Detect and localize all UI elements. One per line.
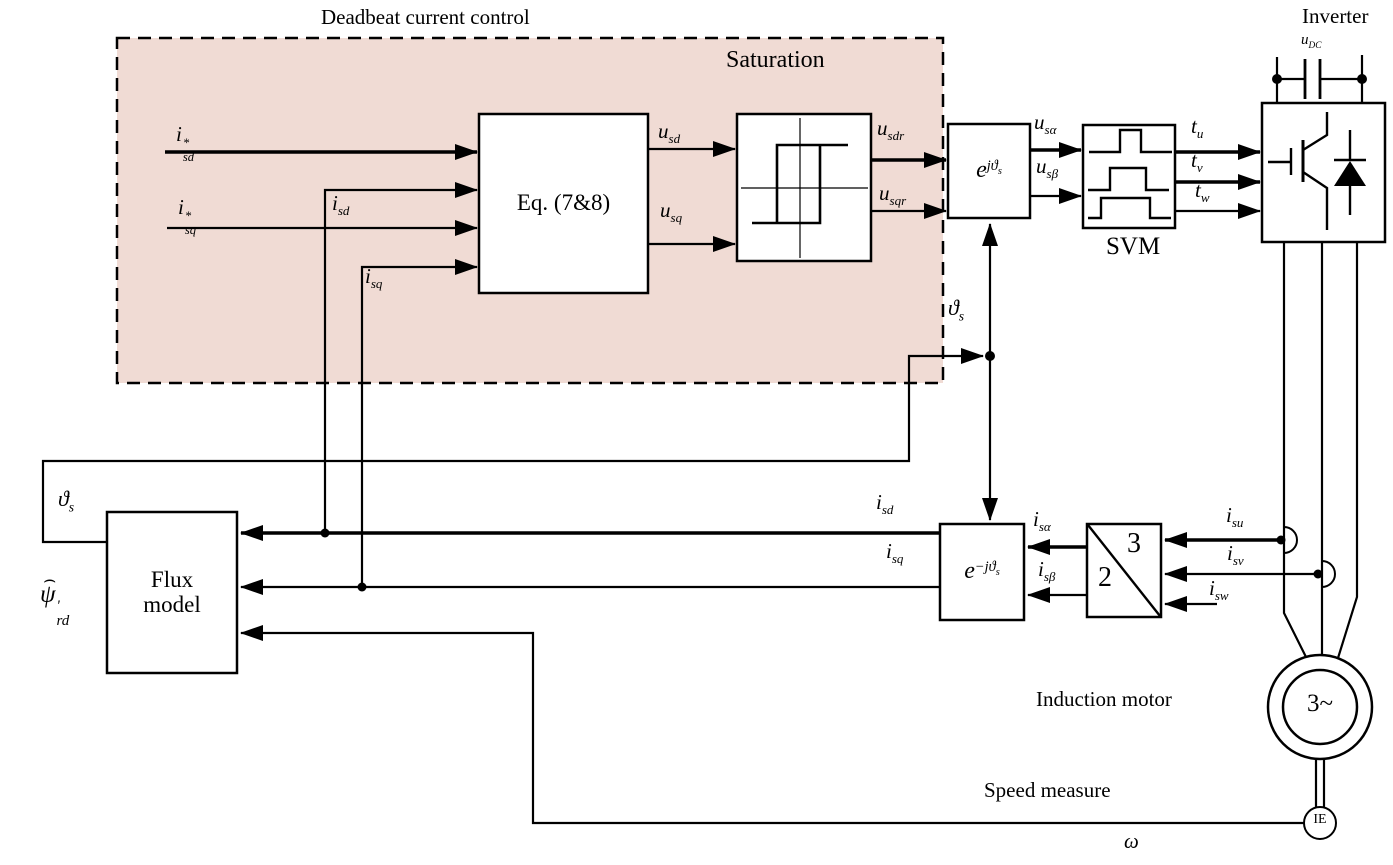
label-isalpha: isα — [1033, 507, 1051, 535]
encoder-circle — [1303, 806, 1337, 840]
label-usd: usd — [658, 119, 681, 147]
label-usqr: usqr — [879, 181, 907, 209]
saturation-title: Saturation — [726, 47, 825, 73]
inverse-park-label: e−jϑs — [964, 558, 1000, 585]
label-isbeta: isβ — [1038, 557, 1056, 585]
label-isq-ref: i*sq — [178, 195, 197, 237]
junction-dc-plus — [1272, 74, 1282, 84]
label-usbeta: usβ — [1036, 154, 1059, 182]
label-theta-left: ϑs — [58, 486, 75, 515]
label-usalpha: usα — [1034, 110, 1057, 138]
igbt-gate-icon — [1268, 148, 1293, 175]
capacitor-icon — [1303, 59, 1322, 99]
junction-dc-minus — [1357, 74, 1367, 84]
clarke-3-label: 3 — [1127, 528, 1141, 559]
label-isq-fb: isq — [886, 539, 904, 567]
label-omega: ω — [1124, 829, 1139, 853]
svm-block-box — [1081, 123, 1177, 230]
junction-theta — [985, 351, 995, 361]
eq-block-box — [477, 112, 650, 295]
pwm-wave-3-icon — [1088, 196, 1171, 220]
inverter-title: Inverter — [1302, 4, 1369, 28]
clarke-diagonal — [1087, 524, 1161, 617]
label-udc: uDC — [1301, 32, 1322, 51]
park-transform-box — [946, 122, 1032, 220]
junction-isu — [1276, 535, 1286, 545]
motor-shaft — [1314, 759, 1326, 807]
diode-triangle-icon — [1334, 161, 1366, 186]
eq-block-label: Eq. (7&8) — [516, 190, 611, 216]
junction-isv — [1313, 569, 1323, 579]
label-isq-in: isq — [365, 264, 383, 292]
clarke-2-label: 2 — [1098, 562, 1112, 593]
label-isd-in: isd — [332, 191, 350, 219]
junction-isd — [320, 528, 330, 538]
label-isd-ref: i*sd — [176, 122, 195, 164]
flux-model-box — [105, 510, 239, 675]
label-tw: tw — [1195, 178, 1210, 206]
current-sensor-v-icon — [1321, 560, 1336, 588]
saturation-curve-icon — [752, 143, 848, 225]
label-isv: isv — [1227, 541, 1244, 569]
label-isd-fb: isd — [876, 490, 894, 518]
label-tv: tv — [1191, 148, 1203, 176]
induction-motor-title: Induction motor — [1036, 687, 1172, 711]
label-psi-rd: ⌢ψ'rd — [40, 568, 70, 630]
wire-isq-branch — [360, 259, 478, 587]
diode-leads-icon — [1334, 130, 1366, 215]
label-isu: isu — [1226, 503, 1244, 531]
motor-symbol-label: 3~ — [1306, 690, 1334, 717]
label-tu: tu — [1191, 114, 1204, 142]
label-usq: usq — [660, 198, 683, 226]
encoder-label: IE — [1313, 812, 1327, 827]
inverter-box — [1260, 101, 1387, 244]
park-transform-label: ejϑs — [976, 157, 1002, 184]
wire-isd-branch — [323, 182, 478, 533]
label-theta-top: ϑs — [948, 295, 965, 324]
current-sensor-u-icon — [1283, 526, 1298, 554]
speed-measure-title: Speed measure — [984, 778, 1111, 802]
wire-phase-w — [1336, 242, 1359, 659]
label-isw: isw — [1209, 576, 1229, 604]
pwm-wave-1-icon — [1089, 128, 1172, 154]
label-usdr: usdr — [877, 116, 905, 144]
saturation-axes-icon — [741, 118, 868, 258]
igbt-collector-icon — [1302, 112, 1329, 152]
pwm-wave-2-icon — [1088, 166, 1169, 192]
junction-isq — [357, 582, 367, 592]
wire-theta-feedback — [41, 348, 984, 544]
svm-title: SVM — [1106, 233, 1161, 260]
igbt-emitter-icon — [1302, 171, 1329, 230]
deadbeat-title: Deadbeat current control — [321, 5, 530, 29]
wire-phase-u — [1282, 242, 1307, 658]
inverse-park-box — [938, 522, 1026, 622]
motor-inner-circle — [1281, 668, 1359, 746]
wire-omega-speed — [240, 625, 1304, 825]
